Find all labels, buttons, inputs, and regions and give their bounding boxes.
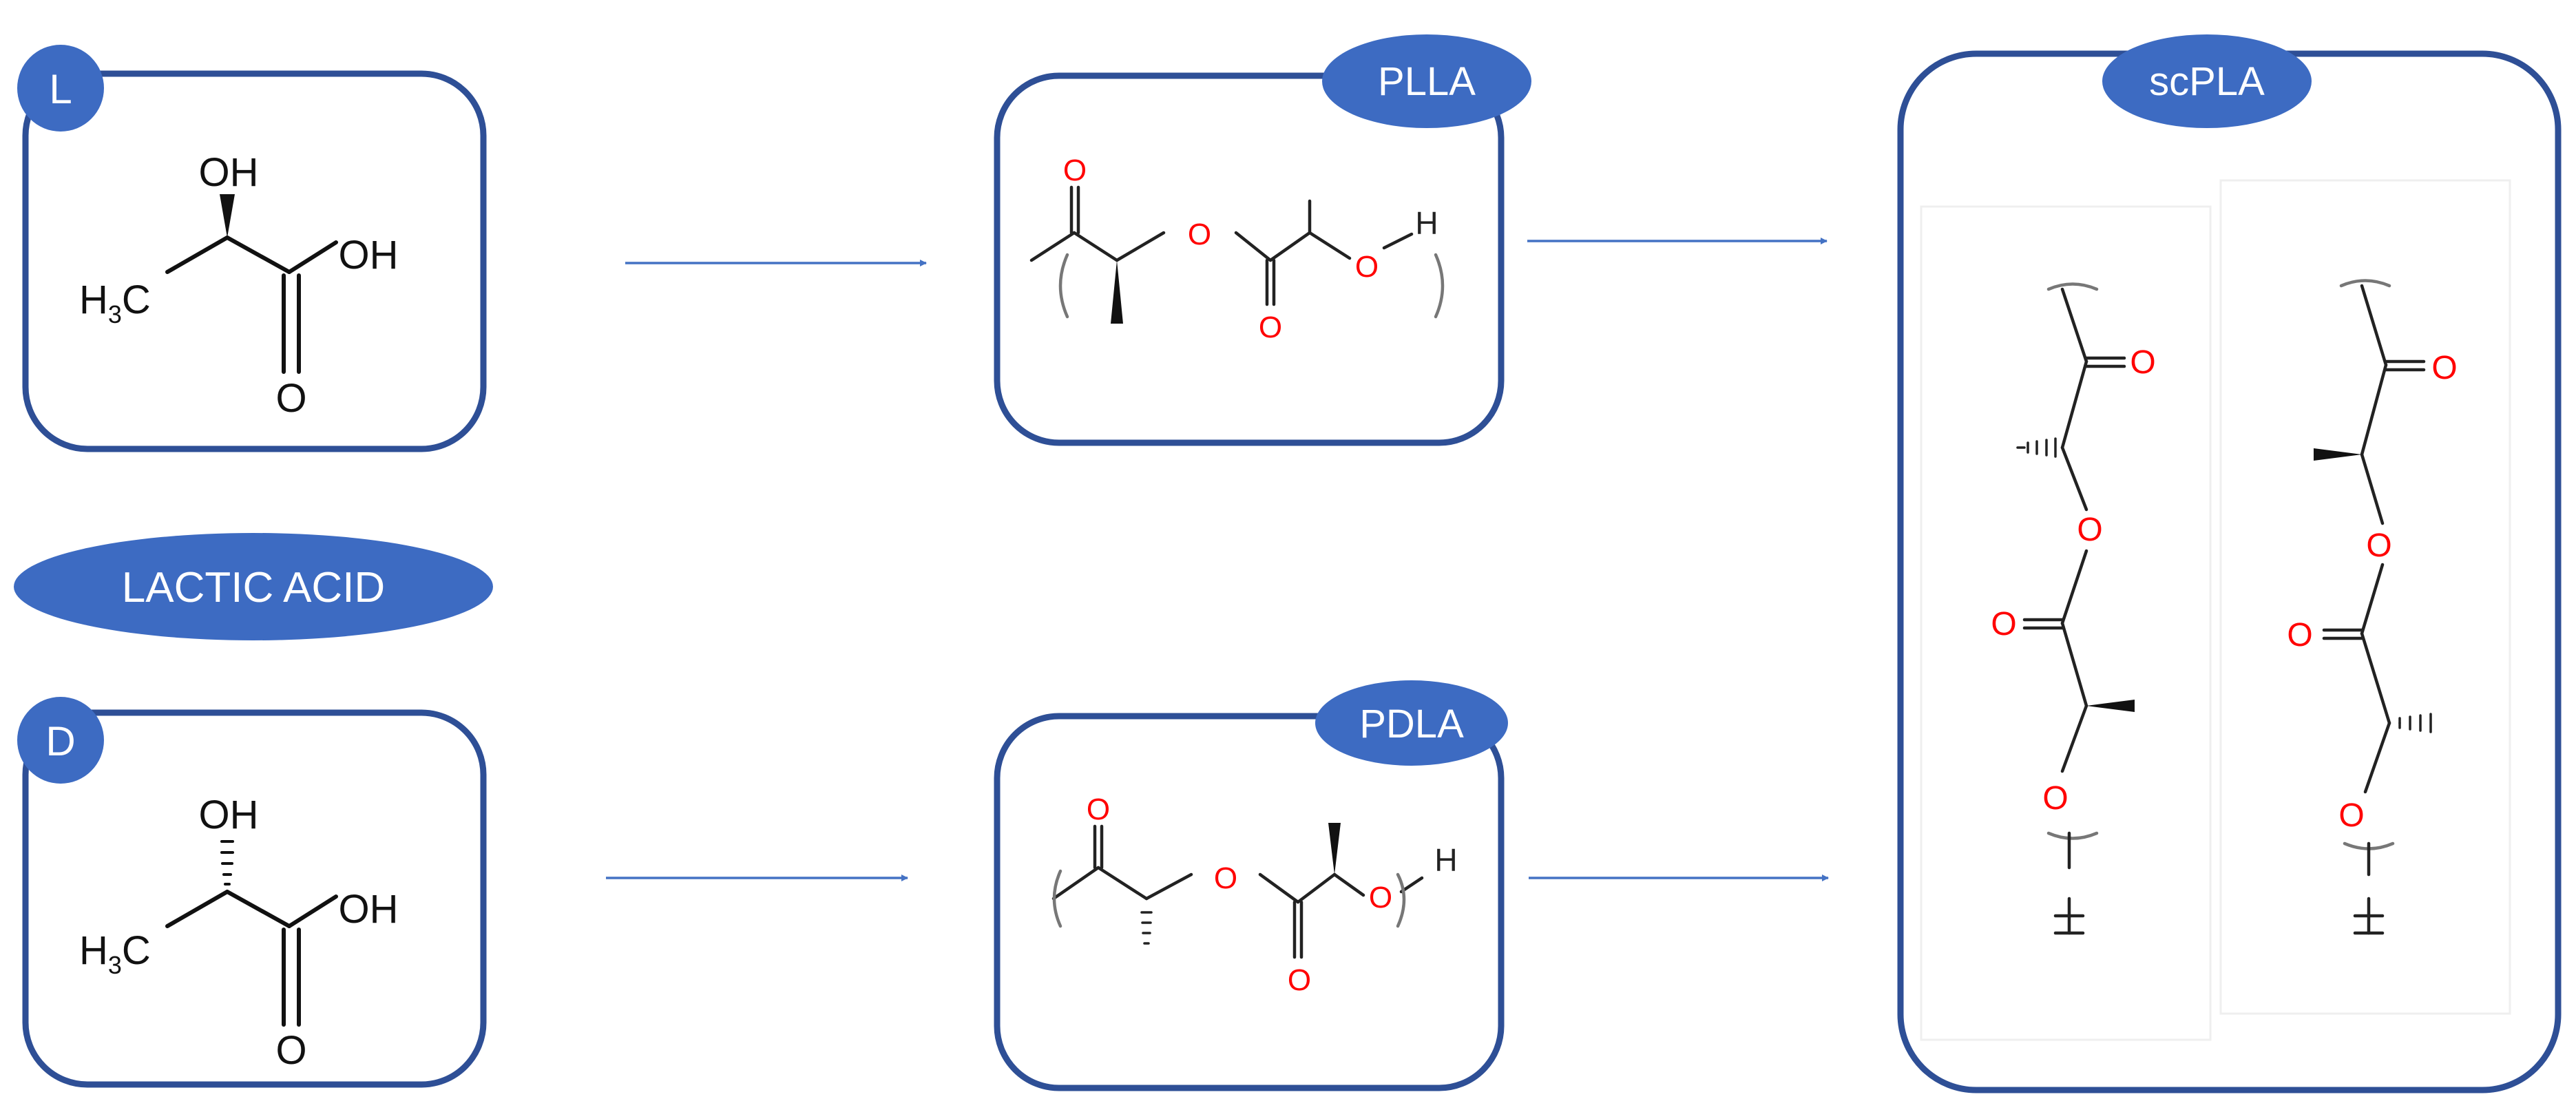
pdla-o-carbonyl: O	[1087, 793, 1110, 826]
l-h3c-h: H	[79, 278, 108, 322]
lactic-acid-label-text: LACTIC ACID	[122, 564, 385, 611]
d-oh-top: OH	[199, 793, 259, 837]
d-lactic-acid-box	[22, 709, 487, 1088]
scpla-right-o-3: O	[2287, 617, 2312, 653]
l-h3c-sub: 3	[108, 300, 122, 328]
l-o-bottom: O	[275, 376, 306, 421]
plla-box	[994, 72, 1505, 446]
pdla-label-text: PDLA	[1359, 702, 1464, 746]
l-badge: L	[17, 45, 104, 132]
l-h3c-c: C	[122, 278, 151, 322]
pdla-o-carbonyl-2: O	[1288, 963, 1311, 997]
l-lactic-acid-structure	[165, 194, 338, 374]
d-h3c-c: C	[122, 928, 151, 973]
scpla-left-o-1: O	[2130, 344, 2155, 381]
d-lactic-acid-structure	[165, 840, 338, 1027]
plla-o-ester: O	[1188, 218, 1211, 251]
d-h3c-h: H	[79, 928, 108, 973]
scpla-label: scPLA	[2102, 34, 2312, 128]
l-oh-top: OH	[199, 150, 259, 195]
pdla-box	[994, 713, 1505, 1091]
scpla-right-panel	[2219, 179, 2511, 1015]
d-o-bottom: O	[275, 1028, 306, 1073]
scpla-right-o-2: O	[2366, 527, 2391, 564]
scpla-right-o-4: O	[2338, 797, 2364, 834]
plla-o-carbonyl: O	[1063, 154, 1087, 187]
plla-label-text: PLLA	[1378, 59, 1476, 104]
l-oh-right: OH	[339, 233, 399, 278]
d-badge-text: D	[45, 718, 75, 764]
l-lactic-acid-box	[22, 70, 487, 452]
d-h3c: H3C	[79, 928, 151, 979]
plla-o-carbonyl-2: O	[1259, 311, 1282, 344]
scpla-left-o-4: O	[2042, 780, 2068, 817]
scpla-left-o-3: O	[1991, 606, 2016, 642]
plla-structure	[1029, 185, 1445, 324]
scpla-box	[1897, 50, 2562, 1093]
pdla-structure	[1051, 823, 1424, 959]
d-badge: D	[17, 697, 104, 784]
pdla-h-end: H	[1434, 842, 1457, 878]
d-h3c-sub: 3	[108, 951, 122, 979]
scpla-right-o-1: O	[2431, 350, 2457, 386]
scpla-left-panel	[1920, 205, 2212, 1041]
scpla-right-chain	[2314, 279, 2432, 935]
pdla-o-end: O	[1369, 881, 1392, 914]
scpla-left-chain	[2016, 282, 2135, 935]
scpla-label-text: scPLA	[2149, 59, 2265, 104]
lactic-acid-label: LACTIC ACID	[14, 533, 493, 640]
l-h3c: H3C	[79, 278, 151, 328]
plla-o-end: O	[1355, 250, 1379, 284]
plla-label: PLLA	[1322, 34, 1531, 128]
pdla-label: PDLA	[1315, 680, 1508, 766]
l-badge-text: L	[49, 66, 72, 112]
pdla-o-ester: O	[1214, 861, 1237, 895]
d-oh-right: OH	[339, 887, 399, 932]
plla-h-end: H	[1415, 205, 1438, 241]
scpla-left-o-2: O	[2077, 512, 2102, 548]
